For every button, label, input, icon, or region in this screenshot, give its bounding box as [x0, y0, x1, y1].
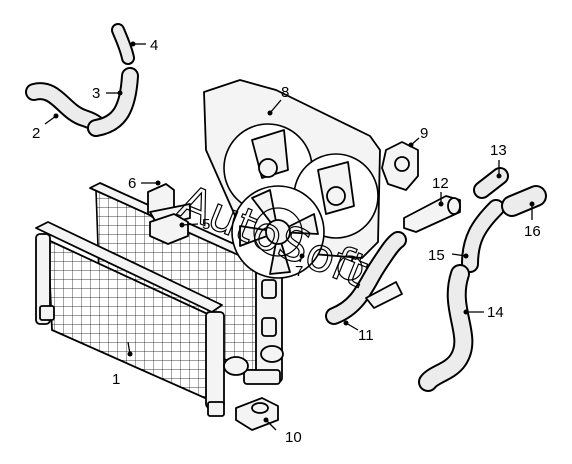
hose-2: [25, 82, 107, 137]
callout-2: 2: [32, 125, 40, 142]
callout-14: 14: [487, 304, 504, 321]
coolant-pipe: [403, 195, 461, 233]
hose-11: [325, 231, 407, 325]
callout-leaders: [44, 41, 535, 431]
callout-4: 4: [150, 37, 158, 54]
callout-7: 7: [295, 263, 303, 280]
callout-16: 16: [524, 223, 541, 240]
callout-numbers: 1 2 3 4 5 6 7 8 9 10 11 12 13 14 15 16: [32, 37, 541, 446]
callout-9: 9: [420, 125, 428, 142]
hose-13: [473, 167, 509, 199]
hose-16: [501, 185, 547, 217]
callout-13: 13: [490, 142, 507, 159]
hose-15: [461, 199, 505, 273]
callout-12: 12: [432, 175, 449, 192]
hose-4: [111, 23, 135, 65]
callout-5: 5: [202, 216, 210, 233]
thermostat-housing: [381, 141, 419, 191]
callout-3: 3: [92, 85, 100, 102]
radiator: [35, 221, 249, 417]
callout-8: 8: [281, 84, 289, 101]
hose-3: [87, 67, 139, 137]
bracket-lower: [149, 213, 189, 245]
callout-6: 6: [128, 175, 136, 192]
callout-15: 15: [428, 247, 445, 264]
callout-11: 11: [358, 327, 374, 344]
callout-1: 1: [112, 371, 120, 388]
callout-10: 10: [285, 429, 302, 446]
hose-14: [418, 264, 474, 392]
